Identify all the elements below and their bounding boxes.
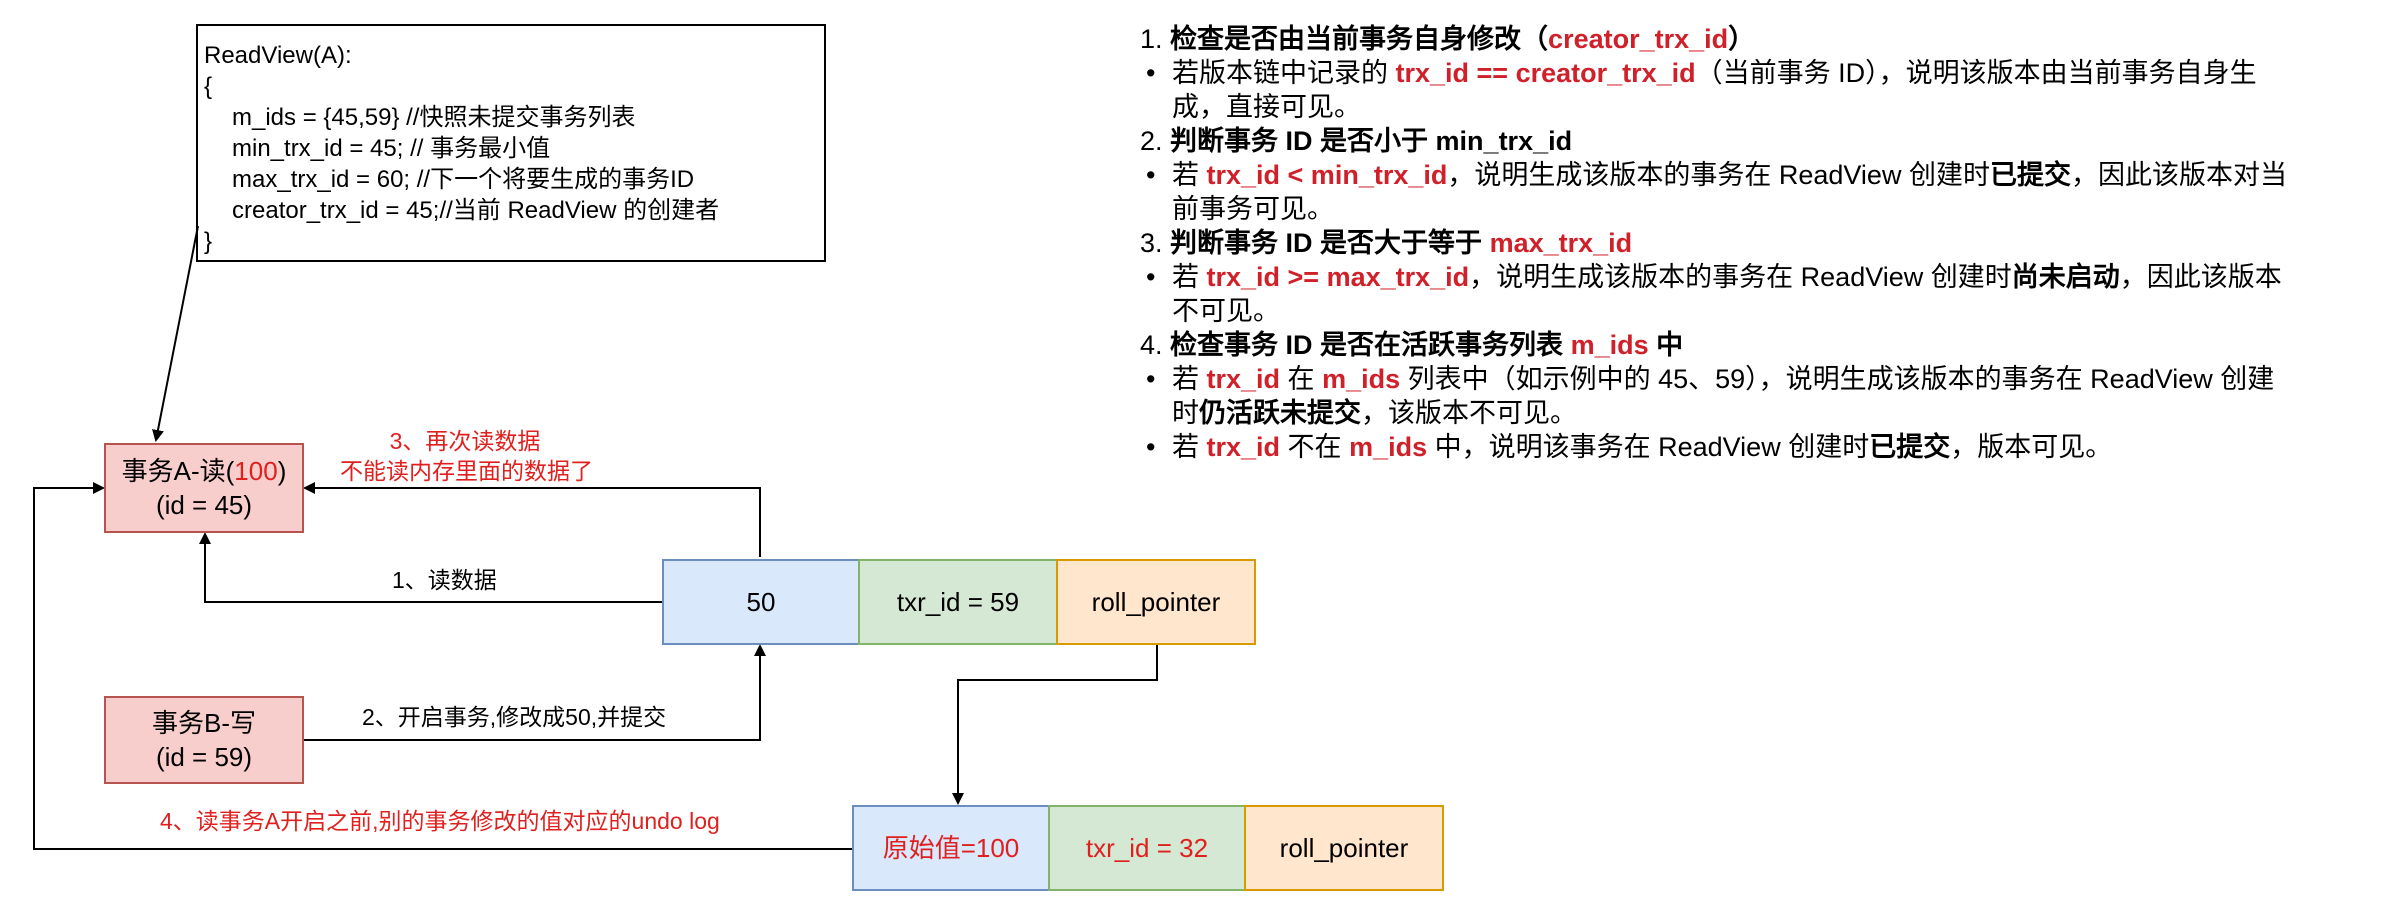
transaction-b-node: 事务B-写 (id = 59) [104, 696, 304, 784]
step1-label: 1、读数据 [392, 567, 497, 593]
readview-min-trx-id: min_trx_id = 45; // 事务最小值 [232, 135, 551, 162]
undo-trx-id-cell: txr_id = 32 [1048, 805, 1246, 891]
readview-open-brace: { [204, 73, 213, 100]
readview-arrow [152, 225, 199, 442]
readview-m-ids: m_ids = {45,59} //快照未提交事务列表 [232, 104, 636, 131]
row-roll-pointer-cell: roll_pointer [1056, 559, 1256, 645]
rule-1-heading: 1. 检查是否由当前事务自身修改（creator_trx_id） [1140, 24, 1756, 54]
rule-2-bullet: •若 trx_id < min_trx_id，说明生成该版本的事务在 ReadV… [1146, 160, 2287, 224]
readview-box: ReadView(A): { m_ids = {45,59} //快照未提交事务… [196, 24, 826, 262]
transaction-a-id: (id = 45) [155, 490, 253, 520]
undo-arrow [33, 482, 853, 850]
rule-3-heading: 3. 判断事务 ID 是否大于等于 max_trx_id [1140, 228, 1633, 258]
readview-creator-trx-id: creator_trx_id = 45;//当前 ReadView 的创建者 [232, 197, 720, 224]
row-value-cell: 50 [662, 559, 860, 645]
undo-roll-pointer-cell: roll_pointer [1244, 805, 1444, 891]
readview-max-trx-id: max_trx_id = 60; //下一个将要生成的事务ID [232, 166, 695, 193]
step2-label: 2、开启事务,修改成50,并提交 [362, 704, 667, 730]
row-trx-id-cell: txr_id = 59 [858, 559, 1058, 645]
transaction-b-id: (id = 59) [155, 742, 253, 772]
rule-4-bullet: •若 trx_id 在 m_ids 列表中（如示例中的 45、59），说明生成该… [1146, 364, 2275, 428]
rule-2-heading: 2. 判断事务 ID 是否小于 min_trx_id [1140, 126, 1573, 156]
transaction-a-title: 事务A-读(100) [121, 456, 287, 486]
reread-arrow [303, 482, 761, 557]
step3-label-line1: 3、再次读数据 [389, 428, 541, 454]
transaction-b-title: 事务B-写 [151, 708, 256, 738]
rule-1-bullet: •若版本链中记录的 trx_id == creator_trx_id（当前事务 … [1146, 58, 2257, 122]
readview-close-brace: } [204, 228, 213, 255]
visibility-rules: 1. 检查是否由当前事务自身修改（creator_trx_id） •若版本链中记… [1140, 22, 2380, 464]
transaction-a-node: 事务A-读(100) (id = 45) [104, 443, 304, 533]
step3-label-line2: 不能读内存里面的数据了 [340, 458, 593, 484]
step4-label: 4、读事务A开启之前,别的事务修改的值对应的undo log [160, 808, 720, 834]
readview-title: ReadView(A): [204, 42, 352, 69]
rule-4-heading: 4. 检查事务 ID 是否在活跃事务列表 m_ids 中 [1140, 330, 1684, 360]
undo-value-cell: 原始值=100 [852, 805, 1050, 891]
write-arrow [302, 644, 766, 741]
step3-label: 3、再次读数据 不能读内存里面的数据了 [340, 426, 593, 486]
roll-pointer-arrow [952, 644, 1158, 805]
rule-5-bullet: •若 trx_id 不在 m_ids 中，说明该事务在 ReadView 创建时… [1146, 432, 2113, 462]
read-arrow [199, 532, 662, 603]
rule-3-bullet: •若 trx_id >= max_trx_id，说明生成该版本的事务在 Read… [1146, 262, 2282, 326]
